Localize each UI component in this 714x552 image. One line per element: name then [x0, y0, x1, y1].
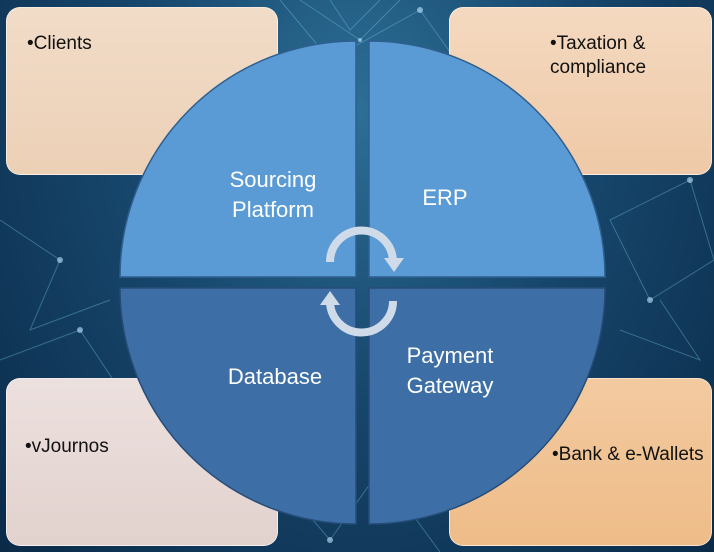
- corner-text-taxation: •Taxation & compliance: [550, 33, 647, 78]
- corner-text-vjournos: •vJournos: [25, 436, 109, 457]
- corner-text-clients: •Clients: [27, 33, 92, 54]
- corner-text-bank: •Bank & e-Wallets: [552, 444, 704, 465]
- label-sourcing-line2: Platform: [232, 197, 314, 222]
- label-erp: ERP: [422, 185, 467, 210]
- cycle-arrow-icon-right: [326, 226, 404, 272]
- label-payment-line1: Payment: [407, 343, 494, 368]
- quadrant-database: [119, 287, 357, 525]
- label-database: Database: [228, 364, 322, 389]
- label-sourcing-line1: Sourcing: [230, 167, 317, 192]
- label-payment-line2: Gateway: [407, 373, 494, 398]
- quadrant-payment-gateway: [368, 287, 606, 525]
- cycle-arrow-icon-left: [320, 291, 397, 337]
- quadrant-erp: [368, 40, 606, 278]
- quadrant-sourcing-platform: [119, 40, 357, 278]
